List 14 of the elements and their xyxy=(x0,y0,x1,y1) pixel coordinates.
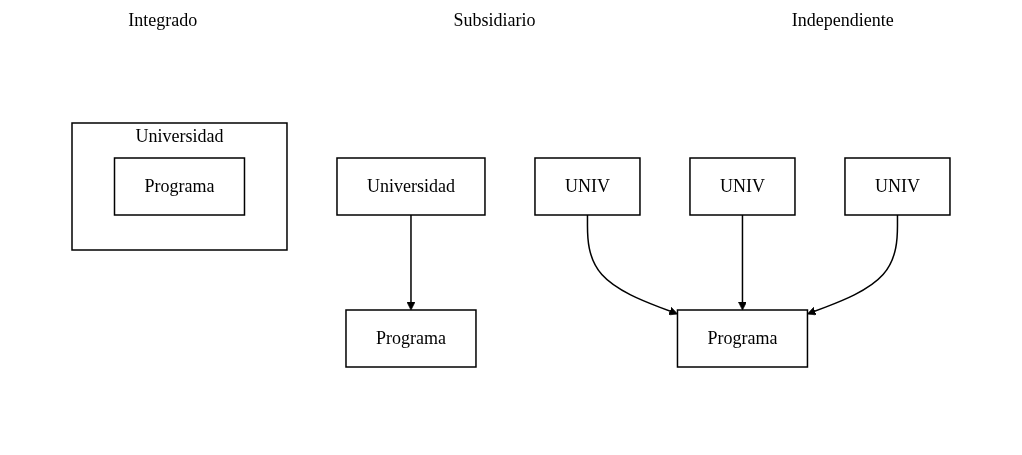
node-box: UNIV xyxy=(844,157,951,216)
column-heading: Integrado xyxy=(128,9,198,31)
arrow xyxy=(807,214,899,316)
node-box: UNIV xyxy=(689,157,796,216)
node-box: Programa xyxy=(345,309,477,368)
node-box: Universidad xyxy=(336,157,486,216)
arrow xyxy=(738,214,747,311)
node-box: Programa xyxy=(113,157,246,216)
column-heading: Subsidiario xyxy=(453,9,536,31)
node-box: Programa xyxy=(676,309,809,368)
arrow xyxy=(406,214,416,311)
node-box: UNIV xyxy=(534,157,641,216)
column-heading: Independiente xyxy=(791,9,894,31)
arrow xyxy=(586,214,678,316)
